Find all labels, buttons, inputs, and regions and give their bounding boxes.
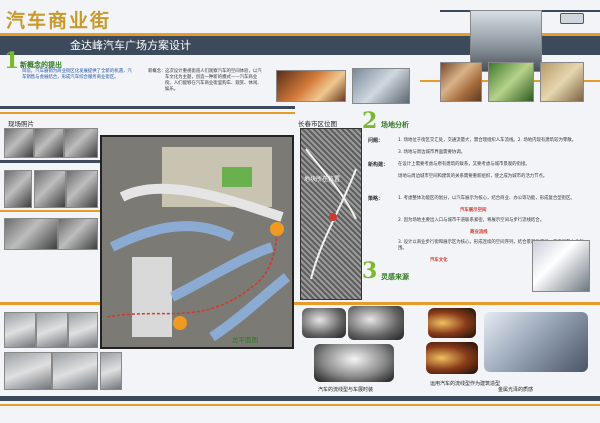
building-form-image: [484, 312, 588, 372]
site-photo-4: [4, 170, 32, 208]
master-plan-label: 总平面图: [232, 336, 258, 344]
band-dark-bottom: [0, 396, 600, 401]
page-subtitle: 金达峰汽车广场方案设计: [70, 39, 191, 52]
new-build-text-2: 场地与周边城市空间和建筑的关系需要重新组织，使之成为城市的活力节点。: [398, 174, 548, 179]
new-build-text: 在设计上需要考虑与原有建筑的联系，又要考虑与城市景观的衔接。: [398, 162, 530, 167]
strategy-3-highlight: 汽车文化: [430, 258, 448, 263]
site-photo-10: [36, 312, 68, 348]
reference-photo-1: [440, 62, 482, 102]
strategy-1-highlight: 汽车展示空间: [460, 208, 487, 213]
header-band-dark: [0, 35, 600, 55]
section1-paragraph1: 目前，汽车展销为商业街区化发展提供了全新的机遇，汽车销售与会展结合，形成汽车综合…: [22, 69, 132, 80]
section1-heading: 新概念的提出: [20, 61, 62, 69]
map-road-1: [305, 148, 357, 220]
new-build-label: 新构建：: [368, 162, 389, 168]
site-photo-8: [58, 218, 98, 250]
caption-building-form: 运用汽车的流线型作为建筑造型: [430, 381, 501, 387]
location-marker-label: 地块所在位置: [304, 176, 341, 183]
building-render: [470, 10, 542, 72]
sun-marker-1: [270, 222, 284, 236]
site-photo-9: [4, 312, 36, 348]
master-plan: [100, 135, 294, 349]
sun-marker-2: [173, 316, 187, 330]
problem-text: 1. 场地位于街区交汇处，交通流量大，需合理组织人车流线。2. 场地内现有建筑较…: [398, 138, 577, 143]
plan-building-b: [132, 257, 172, 337]
map-road-2: [310, 168, 357, 280]
reference-photo-2: [488, 62, 534, 102]
site-photo-6: [66, 170, 98, 208]
site-photo-5: [34, 170, 66, 208]
header-band-orange: [0, 33, 600, 36]
showroom-photo: [276, 70, 346, 102]
strategy-label: 策略：: [368, 196, 384, 202]
pedestrian-route: [106, 226, 278, 318]
truck-icon: [560, 13, 584, 24]
analysis-photo: [532, 240, 590, 292]
flow-arrow-3: [209, 273, 291, 342]
car-image-2: [348, 306, 404, 340]
site-photo-2: [34, 128, 64, 158]
section2-number: 2: [362, 108, 378, 134]
strategy-2: 2. 因为场地主要出入口与城市干道联系紧密，将展示空间与步行流线结合。: [398, 218, 545, 223]
site-photos-label: 现场照片: [8, 120, 34, 128]
map-location-marker: [329, 213, 337, 221]
band-orange-bottom: [0, 302, 600, 305]
problem-text-2: 3. 场地与周边城市界面需要协调。: [398, 150, 466, 155]
swirl-image-2: [426, 342, 478, 374]
band-orange-bottom2: [0, 404, 600, 406]
car-image-3: [314, 344, 394, 382]
section3-heading: 灵感来源: [381, 273, 409, 281]
band-dark-mid: [0, 160, 100, 163]
site-photo-12: [4, 352, 52, 390]
band-orange-mid: [0, 210, 100, 212]
caption-car-form: 汽车的流线型与车展时装: [318, 387, 374, 393]
strategy-3: 3. 设计以商业步行街和展示区为核心，形成连续的空间序列，结合景观与广场，营造汽…: [398, 240, 584, 251]
swirl-image-1: [428, 308, 476, 338]
flow-arrow-1: [109, 221, 235, 252]
district-map-label: 长春市区位图: [298, 120, 337, 128]
flow-arrow-2: [169, 242, 274, 302]
district-map-svg: [305, 148, 357, 280]
strategy-1: 1. 考虑整体功能区的划分，以汽车展示为核心，结合商业、办公等功能，形成复合型街…: [398, 196, 575, 201]
section1-paragraph2-label: 新概念：: [148, 69, 166, 74]
problem-label: 问题：: [368, 138, 384, 144]
plan-greenery: [222, 167, 252, 187]
site-photo-3: [64, 128, 98, 158]
strategy-2-highlight: 商业流线: [470, 230, 488, 235]
car-image-1: [302, 308, 346, 338]
street-photo: [352, 68, 410, 104]
page-title: 汽车商业街: [6, 10, 112, 32]
site-photo-13: [52, 352, 98, 390]
site-photo-7: [4, 218, 58, 250]
band-orange-left: [0, 112, 295, 114]
master-plan-svg: [106, 147, 291, 342]
district-map: [300, 128, 362, 300]
reference-photo-3: [540, 62, 584, 102]
site-photo-11: [68, 312, 98, 348]
site-photo-1: [4, 128, 34, 158]
plan-road: [119, 183, 284, 222]
section1-paragraph2: 这次设计重视街道人们观察汽车的空间体验，以汽车文化为主题，创造一种新的模式——汽…: [165, 69, 262, 92]
caption-metal: 金属光泽的质感: [498, 387, 534, 393]
band-dark-left: [0, 106, 295, 109]
section3-number: 3: [362, 258, 378, 284]
section1-number: 1: [4, 48, 20, 74]
section2-heading: 场地分析: [381, 121, 409, 129]
site-photo-14: [100, 352, 122, 390]
